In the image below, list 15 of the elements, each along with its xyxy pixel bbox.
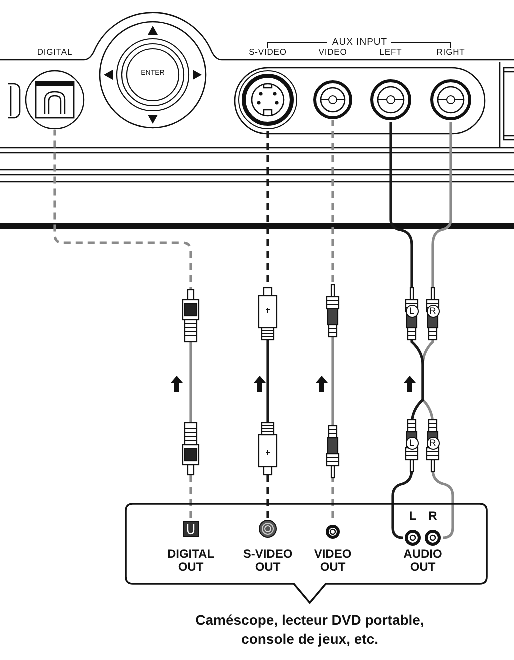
jack-label: S-VIDEO xyxy=(248,47,288,57)
group-label: AUX INPUT xyxy=(331,37,389,48)
jack-label: S-VIDEO OUT xyxy=(242,548,294,574)
cable xyxy=(332,120,334,518)
jack-label: LEFT xyxy=(378,47,404,57)
jack-label: DIGITAL xyxy=(36,47,74,57)
device-caption: Caméscope, lecteur DVD portable, console de jeux, etc. xyxy=(194,611,426,649)
jack-label: VIDEO xyxy=(318,47,348,57)
jack-label: AUDIO OUT xyxy=(402,548,444,574)
jack-label: DIGITAL OUT xyxy=(166,548,216,574)
jack-label: R xyxy=(428,510,438,523)
cable xyxy=(54,130,192,518)
jack-label: VIDEO OUT xyxy=(313,548,353,574)
jack-label: RIGHT xyxy=(436,47,466,57)
jack-label: L xyxy=(408,510,418,523)
